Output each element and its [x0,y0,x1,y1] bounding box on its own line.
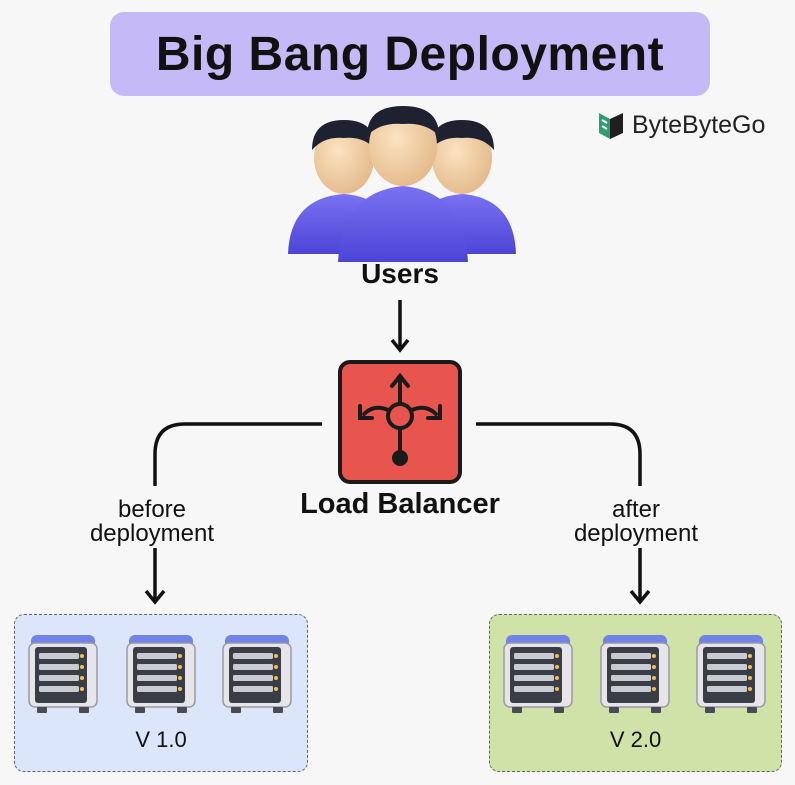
after-label-line2: deployment [573,520,699,547]
before-deployment-label: before deployment [57,498,247,546]
users-label: Users [361,258,439,289]
after-label-line1: after [611,496,661,523]
server-icon [695,633,767,715]
after-deployment-label: after deployment [541,498,731,546]
brand: ByteByteGo [596,108,765,142]
before-label-line1: before [117,496,187,523]
diagram-title: Big Bang Deployment [155,27,665,81]
load-balancer-label: Load Balancer [300,488,500,520]
lb-to-v1-connector [153,422,322,486]
server-group-v2: V 2.0 [489,614,782,772]
server-icon [502,633,574,715]
server-icon [27,633,99,715]
server-icon [221,633,293,715]
version-label-v1: V 1.0 [135,727,187,752]
bytebytego-logo-icon [599,113,623,139]
brand-name: ByteByteGo [632,110,766,139]
version-label-v2: V 2.0 [609,727,662,752]
users-group-icon [288,106,516,262]
load-balancer-icon [338,360,462,484]
server-icon [125,633,197,715]
before-label-line2: deployment [89,520,215,547]
server-group-v1: V 1.0 [14,614,308,772]
lb-to-v2-connector [476,422,642,486]
server-icon [599,633,671,715]
title-banner: Big Bang Deployment [110,12,710,96]
